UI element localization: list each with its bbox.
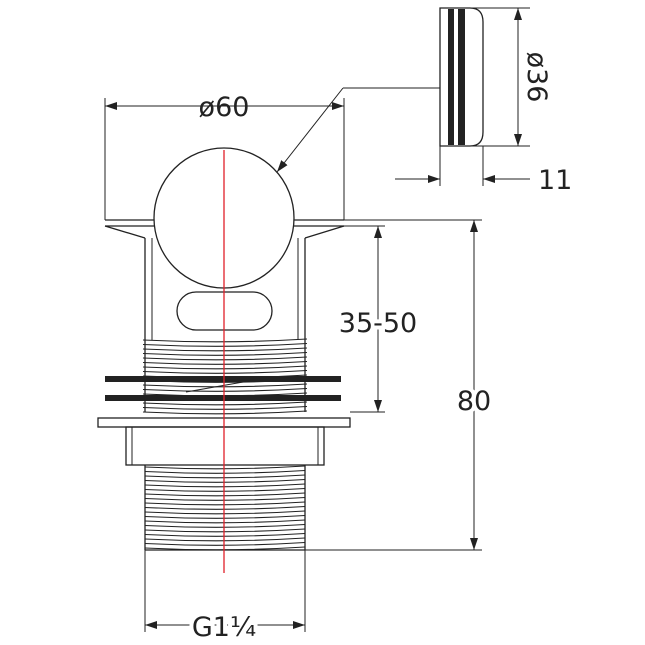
dim-cap-diameter: ø60 bbox=[104, 92, 345, 220]
dim-side-diameter: ø36 bbox=[470, 7, 552, 147]
waste-body bbox=[144, 238, 306, 412]
clamp-range-label: 35-50 bbox=[339, 308, 417, 339]
dim-thread-size: G1¼ bbox=[144, 550, 306, 645]
dim-cap-thickness: 11 bbox=[395, 146, 572, 196]
cap-diameter-label: ø60 bbox=[199, 92, 250, 123]
thread-size-label: G1¼ bbox=[192, 612, 256, 643]
leader-line bbox=[276, 87, 440, 173]
dim-overall-height: 80 bbox=[305, 219, 495, 551]
side-diameter-label: ø36 bbox=[521, 52, 552, 103]
cap-thickness-label: 11 bbox=[538, 165, 572, 196]
overall-height-label: 80 bbox=[457, 386, 491, 417]
lower-thread bbox=[144, 465, 306, 551]
side-view-cap bbox=[439, 7, 484, 147]
dim-clamp-range: 35-50 bbox=[305, 225, 421, 413]
rubber-washers bbox=[105, 376, 341, 401]
